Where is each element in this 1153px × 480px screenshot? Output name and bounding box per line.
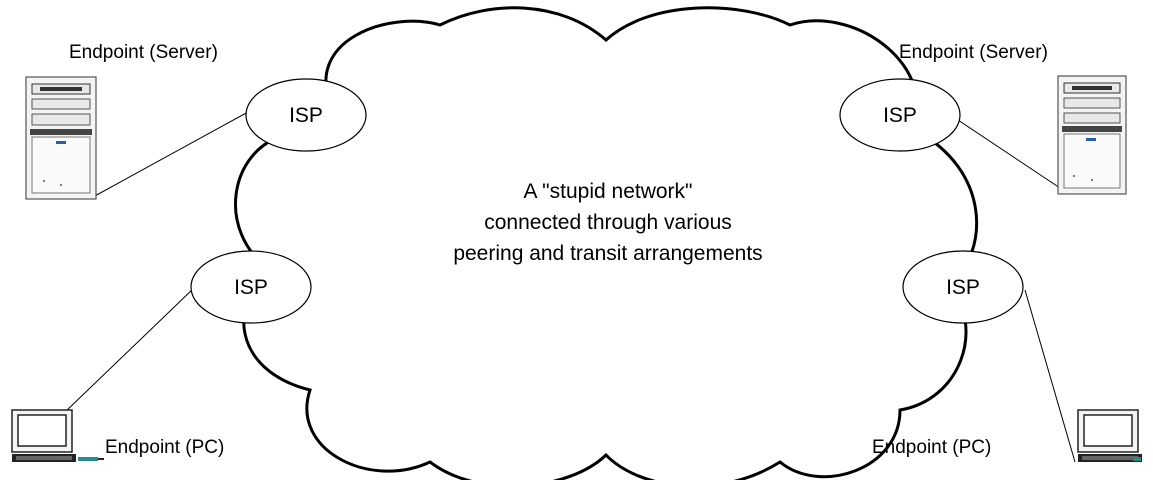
- link-server-left: [92, 111, 249, 198]
- isp-node-top-left: ISP: [245, 78, 367, 152]
- isp-node-right: ISP: [902, 250, 1024, 324]
- pc-icon: [11, 409, 104, 462]
- isp-node-left: ISP: [190, 250, 312, 324]
- link-pc-left: [64, 287, 195, 413]
- cloud-text-line-1: A "stupid network": [524, 180, 693, 203]
- internet-cloud: [234, 6, 979, 480]
- link-pc-right: [1024, 289, 1076, 463]
- endpoint-server-left-label: Endpoint (Server): [69, 42, 218, 63]
- endpoint-server-right-label: Endpoint (Server): [899, 42, 1048, 63]
- isp-label: ISP: [289, 104, 323, 127]
- pc-icon: [1077, 409, 1142, 462]
- isp-node-top-right: ISP: [839, 78, 961, 152]
- isp-label: ISP: [946, 276, 980, 299]
- isp-label: ISP: [883, 104, 917, 127]
- link-server-right: [957, 119, 1061, 189]
- cloud-text-line-3: peering and transit arrangements: [453, 242, 762, 265]
- cloud-text-line-2: connected through various: [484, 211, 732, 234]
- endpoint-pc-right-label: Endpoint (PC): [872, 437, 991, 458]
- endpoint-pc-left-label: Endpoint (PC): [105, 437, 224, 458]
- server-icon: [1057, 75, 1127, 195]
- isp-label: ISP: [234, 276, 268, 299]
- server-icon: [25, 76, 97, 200]
